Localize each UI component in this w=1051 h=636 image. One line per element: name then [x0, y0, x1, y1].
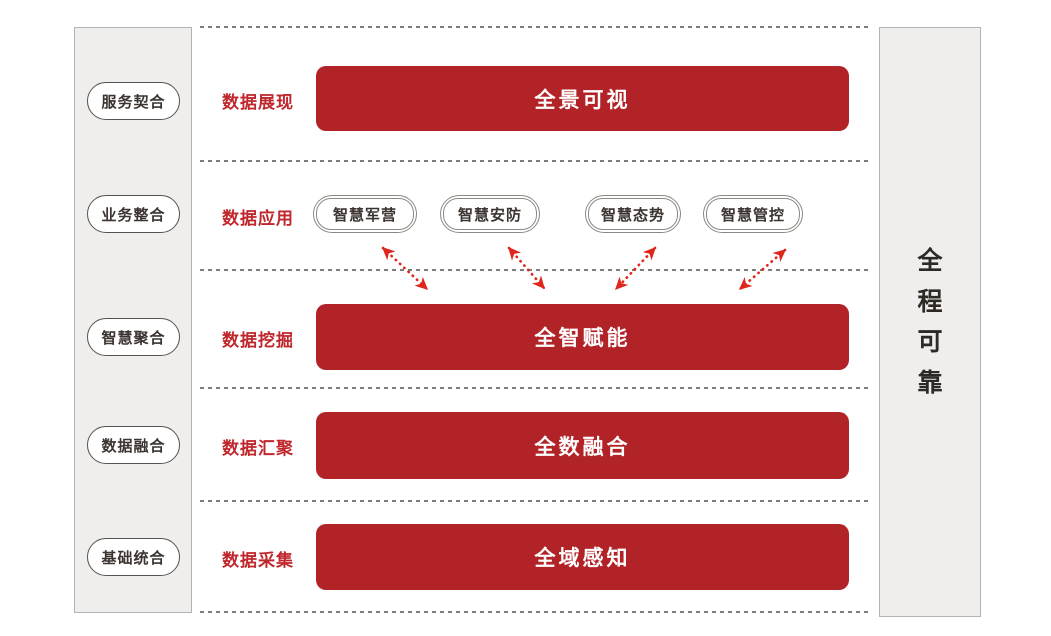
layer-label-data-mining: 数据挖掘 — [222, 331, 294, 350]
row-separator — [200, 269, 870, 271]
left-pill-wisdom-aggregation: 智慧聚合 — [87, 318, 180, 356]
app-pill-smart-barracks: 智慧军营 — [313, 195, 417, 233]
layer-label-data-application: 数据应用 — [222, 209, 294, 228]
app-pill-label: 智慧管控 — [706, 198, 800, 230]
bar-panoramic-visualization: 全景可视 — [316, 66, 849, 131]
bar-full-data-fusion: 全数融合 — [316, 412, 849, 479]
row-separator — [200, 500, 870, 502]
arrow-link-2 — [507, 246, 546, 290]
left-pill-service-fit: 服务契合 — [87, 82, 180, 120]
right-assurance-panel: 全程可靠 — [879, 27, 981, 617]
row-separator — [200, 387, 870, 389]
app-pill-label: 智慧安防 — [443, 198, 537, 230]
row-separator — [200, 611, 870, 613]
app-pill-smart-situation: 智慧态势 — [585, 195, 681, 233]
layer-label-data-collection: 数据采集 — [222, 551, 294, 570]
layer-label-data-display: 数据展现 — [222, 93, 294, 112]
left-pill-data-fusion: 数据融合 — [87, 426, 180, 464]
app-pill-label: 智慧态势 — [588, 198, 678, 230]
layer-label-data-aggregation: 数据汇聚 — [222, 439, 294, 458]
app-pill-smart-control: 智慧管控 — [703, 195, 803, 233]
row-separator — [200, 160, 870, 162]
left-pill-business-integration: 业务整合 — [87, 195, 180, 233]
bar-full-domain-perception: 全域感知 — [316, 524, 849, 590]
app-pill-label: 智慧军营 — [316, 198, 414, 230]
left-pill-basic-unification: 基础统合 — [87, 538, 180, 576]
app-pill-smart-security: 智慧安防 — [440, 195, 540, 233]
bar-full-intelligence-empowerment: 全智赋能 — [316, 304, 849, 370]
row-separator — [200, 26, 870, 28]
vertical-label-full-process-reliability: 全程可靠 — [917, 247, 943, 397]
